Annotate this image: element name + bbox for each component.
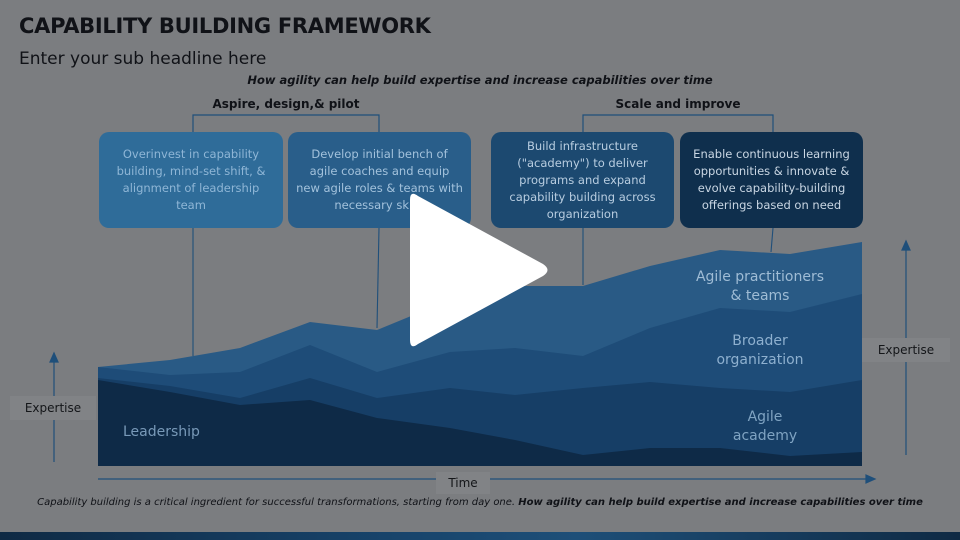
phase-brackets xyxy=(192,114,774,132)
area-leadership xyxy=(98,380,862,466)
framework-question: How agility can help build expertise and… xyxy=(247,73,713,87)
footnote: Capability building is a critical ingred… xyxy=(0,497,960,508)
left-axis-arrow-icon xyxy=(49,351,59,363)
sub-headline: Enter your sub headline here xyxy=(19,49,267,69)
connector-lines xyxy=(192,227,774,356)
step-text-1: Overinvest in capability building, mind-… xyxy=(116,147,266,212)
connector-4 xyxy=(770,227,774,253)
footnote-bold: How agility can help build expertise and… xyxy=(518,497,923,508)
label-agile-academy: Agile academy xyxy=(732,409,798,444)
right-axis-arrow-icon xyxy=(901,239,911,251)
step-box-1: Overinvest in capability building, mind-… xyxy=(99,132,283,228)
label-leadership: Leadership xyxy=(123,424,200,440)
axis-label-expertise-right: Expertise xyxy=(862,338,950,362)
step-text-2: Develop initial bench of agile coaches a… xyxy=(296,147,463,212)
axis-label-expertise-left: Expertise xyxy=(10,396,96,420)
bracket-scale xyxy=(582,114,774,132)
label-practitioners: Agile practitioners & teams xyxy=(695,269,825,304)
bracket-aspire xyxy=(192,114,380,132)
bottom-band xyxy=(0,532,960,540)
step-box-2: Develop initial bench of agile coaches a… xyxy=(288,132,471,228)
step-box-3: Build infrastructure ("academy") to deli… xyxy=(491,132,674,228)
time-axis-arrow-icon xyxy=(865,474,877,484)
step-box-4: Enable continuous learning opportunities… xyxy=(680,132,863,228)
label-broader-organization: Broader organization xyxy=(716,333,804,368)
step-text-4: Enable continuous learning opportunities… xyxy=(693,147,850,212)
play-icon[interactable] xyxy=(410,193,548,347)
slide-title: CAPABILITY BUILDING FRAMEWORK xyxy=(19,14,431,38)
phase-label-aspire: Aspire, design,& pilot xyxy=(212,97,360,111)
footnote-regular: Capability building is a critical ingred… xyxy=(37,497,519,508)
phase-label-scale: Scale and improve xyxy=(615,97,741,111)
axis-label-time: Time xyxy=(436,472,490,494)
step-text-3: Build infrastructure ("academy") to deli… xyxy=(509,138,656,221)
connector-2 xyxy=(376,227,380,329)
